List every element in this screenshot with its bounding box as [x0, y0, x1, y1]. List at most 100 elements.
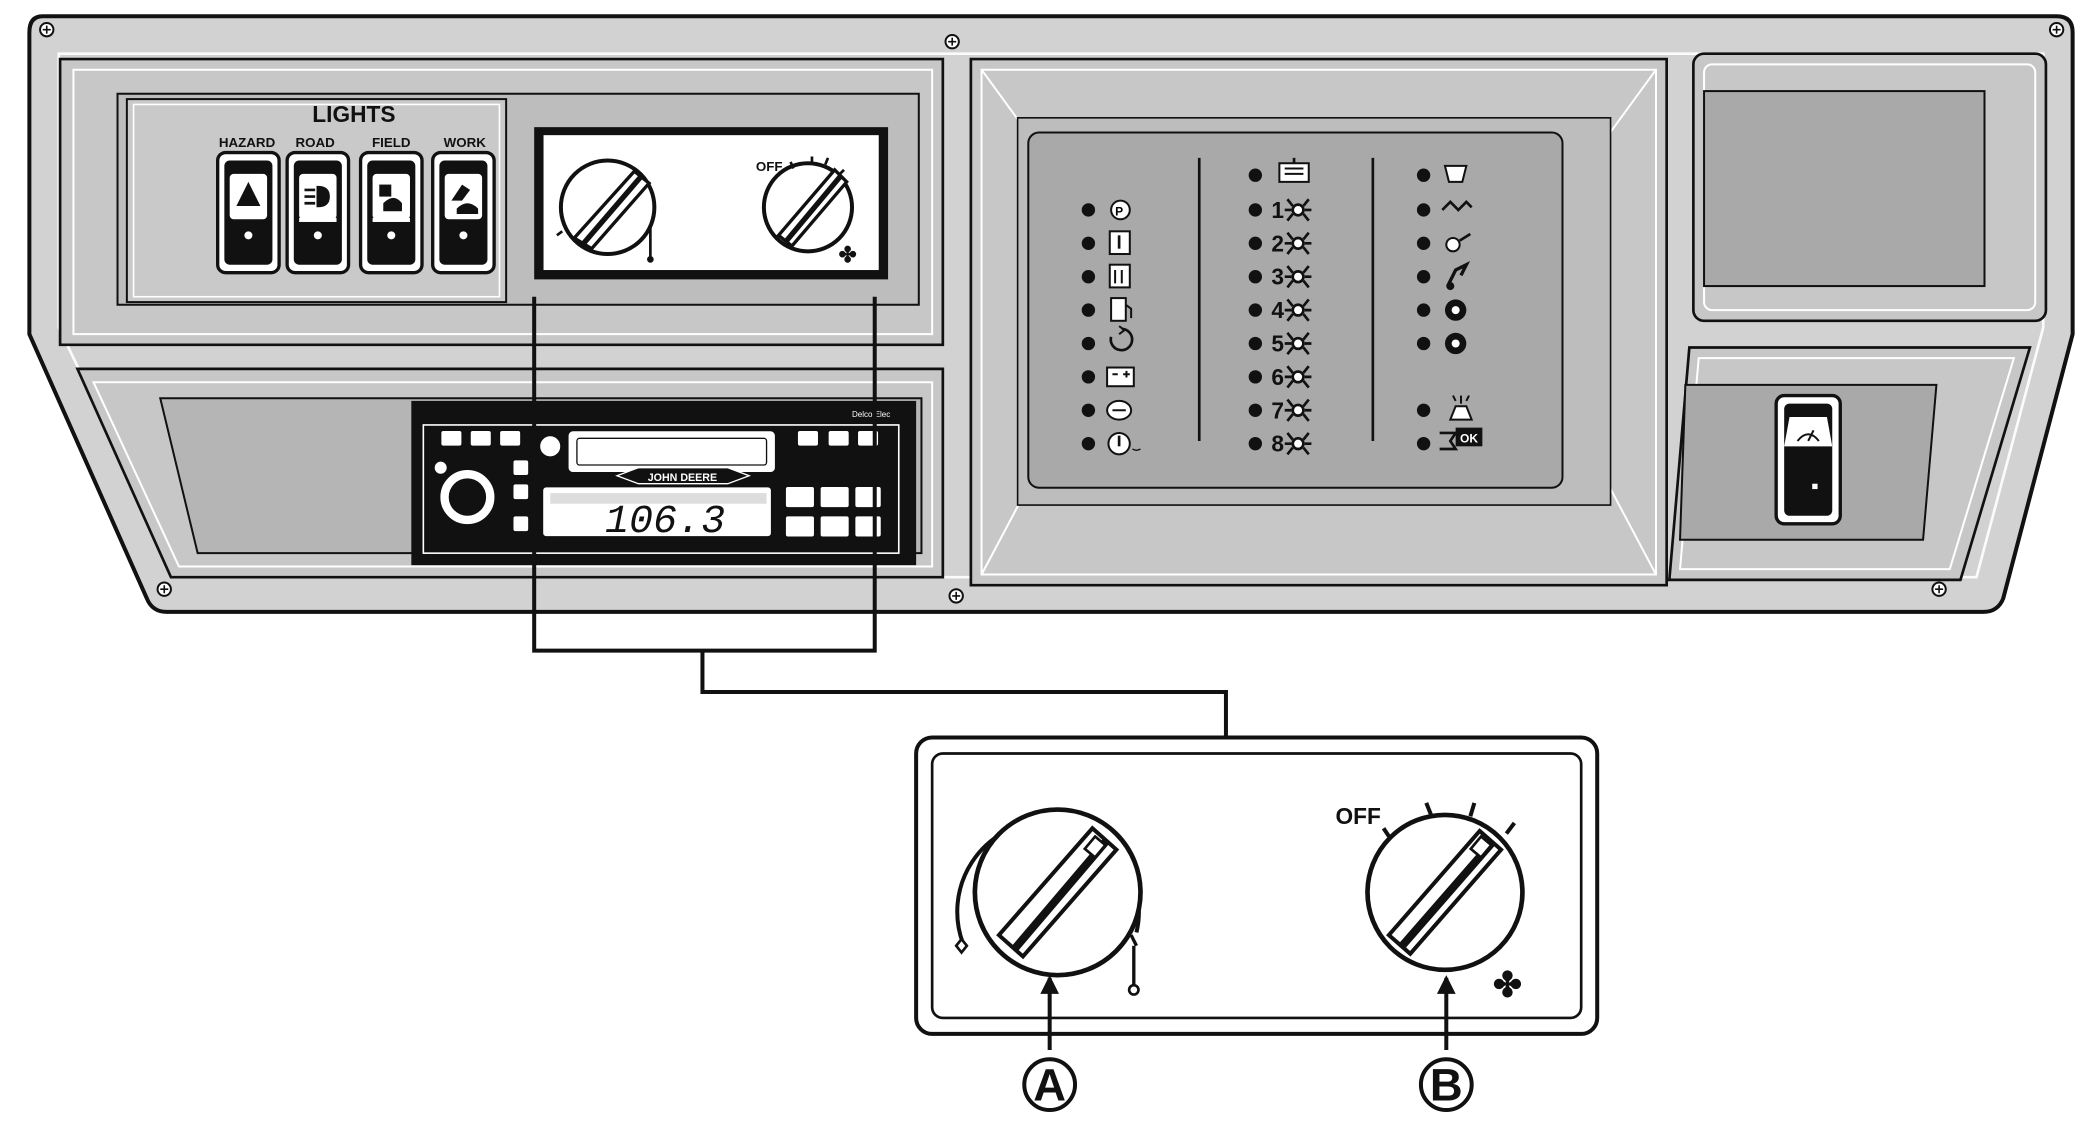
temperature-control-knob[interactable] — [954, 807, 1143, 996]
radio-power-button[interactable] — [433, 460, 449, 476]
battery-icon — [1081, 366, 1135, 388]
sensor-star-icon — [1284, 198, 1312, 222]
rotor-sensor-indicator: 8 — [1248, 431, 1312, 457]
radio-model-label: Delco Elec — [852, 410, 890, 419]
hazard-label: HAZARD — [219, 135, 276, 150]
wiper-icon — [1796, 429, 1820, 442]
fan-off-label: OFF — [1335, 803, 1381, 829]
indicator-number: 8 — [1271, 431, 1284, 457]
work-light-icon — [451, 184, 479, 214]
radio-preset-buttons[interactable] — [784, 485, 883, 538]
indicator-number: 2 — [1271, 230, 1284, 256]
indicator-column-right: OK — [1416, 164, 1483, 451]
air-filter-icon — [1081, 325, 1134, 352]
indicator-lamp — [1248, 236, 1263, 251]
rotor-sensor-indicator: 2 — [1248, 230, 1312, 256]
field-light-icon — [379, 184, 402, 212]
rotor-icon — [1416, 332, 1467, 355]
rotor-sensor-indicator: 3 — [1248, 264, 1312, 290]
radio-volume-knob[interactable] — [438, 468, 497, 527]
straw-chopper-icon — [1416, 200, 1473, 217]
engine-coolant-icon — [1081, 431, 1141, 456]
work-light-switch[interactable] — [431, 150, 496, 275]
indicator-bezel — [969, 57, 1668, 587]
shaker-shoe-icon — [1416, 299, 1467, 321]
road-headlight-icon — [304, 185, 330, 208]
rotor-sensor-indicator: 5 — [1248, 331, 1312, 357]
zoom-connector-lines — [532, 296, 1228, 739]
grain-tank-icon — [1416, 164, 1468, 183]
temperature-knob-small[interactable] — [556, 158, 657, 263]
fan-knob-small[interactable] — [761, 156, 855, 254]
callout-arrow-b — [1436, 975, 1456, 1050]
feeder-house-icon — [1416, 260, 1471, 291]
indicator-lamp — [1248, 336, 1263, 351]
indicator-lamp — [1248, 303, 1263, 317]
indicator-lamp — [1248, 203, 1263, 217]
field-label: FIELD — [372, 135, 411, 150]
unload-auger-icon — [1416, 395, 1474, 421]
hydraulic-oil-temp-icon — [1081, 230, 1131, 256]
indicator-rows-numbered: 1 2 3 4 5 6 7 8 — [1248, 197, 1312, 457]
radio-brand: JOHN DEERE — [648, 472, 717, 484]
rotor-sensor-indicator: 7 — [1248, 397, 1312, 423]
work-label: WORK — [444, 135, 487, 150]
callout-a-letter: A — [1033, 1060, 1066, 1111]
fan-off-label-small: OFF — [756, 159, 783, 174]
wiper-switch[interactable] — [1774, 393, 1842, 526]
sensor-star-icon — [1284, 331, 1312, 356]
rotor-sensor-indicator: 6 — [1248, 364, 1312, 390]
radio-frequency: 106.3 — [605, 500, 725, 545]
fan-icon-small: ✤ — [839, 243, 857, 267]
rotor-sensor-indicator: 1 — [1248, 197, 1312, 223]
grain-tank-full-icon — [1248, 157, 1310, 183]
sensor-star-icon — [1284, 432, 1312, 456]
radio-top-buttons[interactable] — [440, 429, 880, 447]
fuel-icon — [1081, 297, 1133, 322]
sensor-star-icon — [1284, 298, 1312, 322]
indicator-number: 6 — [1271, 364, 1284, 390]
radio-unit: Delco Elec JOHN DEERE 106 — [411, 400, 917, 566]
radio-eject-button[interactable] — [538, 434, 562, 458]
engine-oil-pressure-icon — [1081, 399, 1133, 421]
cassette-slot[interactable] — [566, 429, 777, 475]
indicator-number: 7 — [1271, 397, 1284, 423]
hazard-switch[interactable] — [216, 150, 281, 275]
callout-b-letter: B — [1430, 1060, 1463, 1111]
right-display-bezel — [1692, 52, 2048, 323]
screw-crosses — [42, 25, 2061, 600]
indicator-number: 4 — [1271, 297, 1284, 323]
indicator-lamp — [1248, 270, 1263, 284]
indicator-number: 5 — [1271, 331, 1284, 357]
transmission-oil-icon — [1081, 263, 1131, 289]
svg-text:OK: OK — [1460, 431, 1478, 445]
indicator-column-left: P — [1081, 199, 1141, 456]
sensor-star-icon — [1284, 231, 1312, 255]
field-light-switch[interactable] — [358, 150, 424, 275]
rotor-sensor-indicator: 4 — [1248, 297, 1312, 323]
indicator-number: 1 — [1271, 197, 1284, 223]
hazard-triangle-icon — [236, 181, 261, 206]
climate-control-panel-small: OFF ✤ — [534, 127, 889, 280]
lights-title: LIGHTS — [312, 101, 395, 127]
road-label: ROAD — [296, 135, 336, 150]
road-light-switch[interactable] — [285, 150, 351, 275]
fan-speed-knob[interactable] — [1365, 802, 1525, 973]
indicator-lamp — [1248, 370, 1263, 384]
callout-arrow-a — [1040, 975, 1060, 1050]
svg-text:P: P — [1115, 204, 1123, 218]
indicator-column-middle — [1248, 157, 1310, 183]
radio-side-buttons[interactable] — [512, 459, 530, 533]
sensor-star-icon — [1284, 265, 1312, 289]
system-ok-icon: OK — [1416, 427, 1483, 451]
right-switch-bezel — [1667, 346, 2032, 582]
indicator-lamp — [1248, 403, 1263, 417]
indicator-number: 3 — [1271, 264, 1284, 290]
indicator-lamp — [1248, 436, 1263, 451]
callout-b: B — [1418, 1057, 1474, 1113]
fan-icon: ✤ — [1493, 967, 1522, 1005]
sensor-star-icon — [1284, 398, 1312, 422]
sensor-star-icon — [1284, 365, 1312, 389]
